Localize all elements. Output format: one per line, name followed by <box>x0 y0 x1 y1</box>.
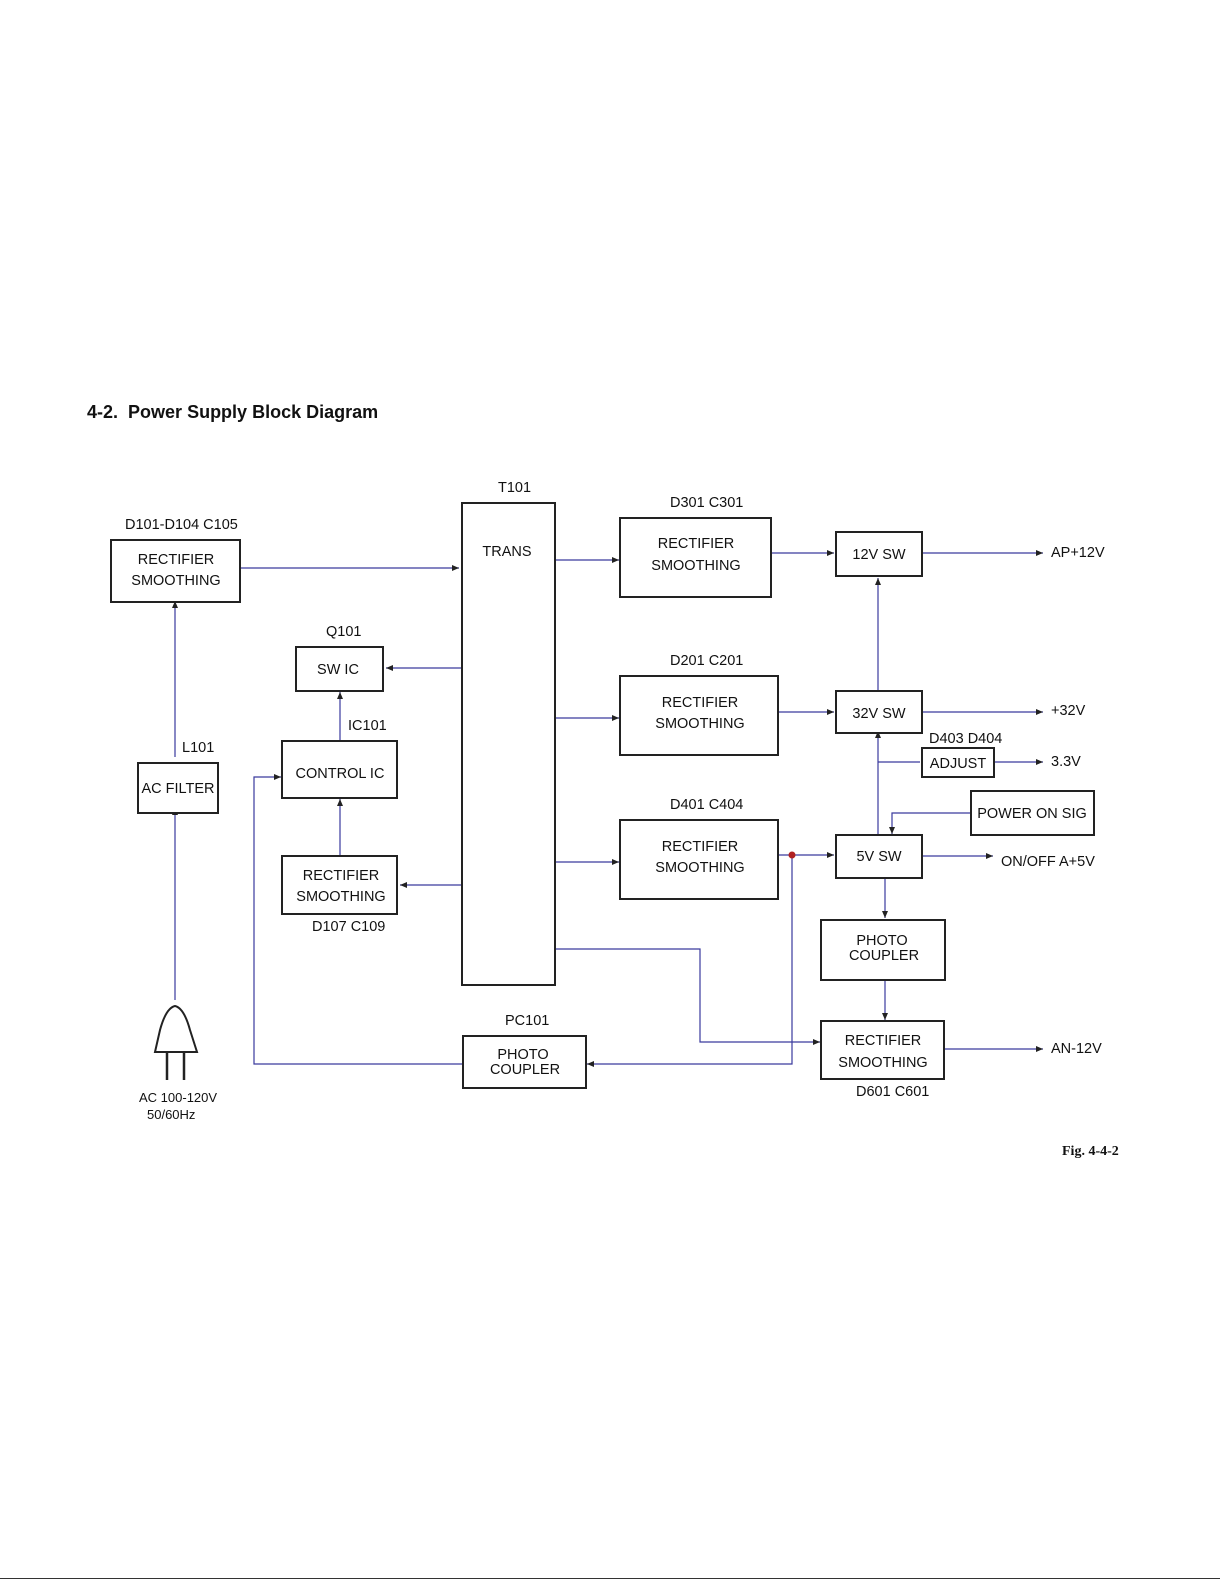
ref-rect-32v: D201 C201 <box>670 653 743 669</box>
label-input-rectifier-1: RECTIFIER <box>138 552 215 568</box>
junction-dot <box>788 851 796 859</box>
ref-photo-coupler-bottom: PC101 <box>505 1013 549 1029</box>
output-32v: +32V <box>1051 703 1086 719</box>
block-rect-12v: D301 C301 RECTIFIER SMOOTHING <box>619 495 772 598</box>
label-photo-coupler-bottom-1: PHOTO <box>497 1047 548 1063</box>
ref-rect-5v: D401 C404 <box>670 797 743 813</box>
block-adjust: D403 D404 ADJUST <box>921 731 1002 778</box>
block-photo-coupler-right: PHOTO COUPLER <box>820 919 946 981</box>
block-power-on-sig: POWER ON SIG <box>970 790 1095 836</box>
wire-trans-to-rectneg12 <box>556 948 820 1045</box>
label-rect-32v-2: SMOOTHING <box>655 716 744 732</box>
label-trans: TRANS <box>482 544 531 560</box>
label-rect-12v-2: SMOOTHING <box>651 558 740 574</box>
label-photo-coupler-right-2: COUPLER <box>849 948 919 964</box>
block-rect-5v: D401 C404 RECTIFIER SMOOTHING <box>619 797 779 900</box>
wire-pc-feedback-to-control <box>253 774 462 1065</box>
ac-plug-icon <box>153 1004 199 1080</box>
label-rect-neg12v-1: RECTIFIER <box>845 1033 922 1049</box>
block-rect-32v: D201 C201 RECTIFIER SMOOTHING <box>619 653 779 756</box>
ref-aux-rectifier: D107 C109 <box>312 919 385 935</box>
label-sw-12v: 12V SW <box>852 547 905 563</box>
ref-control-ic: IC101 <box>348 718 387 734</box>
label-control-ic: CONTROL IC <box>296 766 385 782</box>
output-ap12v: AP+12V <box>1051 545 1105 561</box>
section-title: Power Supply Block Diagram <box>128 402 379 422</box>
label-photo-coupler-right-1: PHOTO <box>856 933 907 949</box>
block-aux-rectifier: RECTIFIER SMOOTHING D107 C109 <box>281 855 398 935</box>
page-title: 4-2. Power Supply Block Diagram <box>87 402 378 423</box>
figure-caption: Fig. 4-4-2 <box>1062 1144 1119 1159</box>
block-trans: T101 TRANS <box>461 480 556 986</box>
label-rect-neg12v-2: SMOOTHING <box>838 1055 927 1071</box>
output-3v3: 3.3V <box>1051 754 1081 770</box>
block-photo-coupler-bottom: PC101 PHOTO COUPLER <box>462 1013 587 1089</box>
label-adjust: ADJUST <box>930 756 987 772</box>
label-power-on-sig: POWER ON SIG <box>977 806 1087 822</box>
ac-input-label-2: 50/60Hz <box>147 1107 195 1122</box>
label-aux-rectifier-2: SMOOTHING <box>296 889 385 905</box>
ref-rect-neg12v: D601 C601 <box>856 1084 929 1100</box>
label-rect-12v-1: RECTIFIER <box>658 536 735 552</box>
block-sw-ic: Q101 SW IC <box>295 624 384 692</box>
output-a5v: ON/OFF A+5V <box>1001 854 1095 870</box>
ref-sw-ic: Q101 <box>326 624 361 640</box>
ref-adjust: D403 D404 <box>929 731 1002 747</box>
block-input-rectifier: D101-D104 C105 RECTIFIER SMOOTHING <box>110 517 241 603</box>
output-an12v: AN-12V <box>1051 1041 1102 1057</box>
block-sw-32v: 32V SW <box>835 690 923 734</box>
section-number: 4-2. <box>87 402 119 422</box>
label-aux-rectifier-1: RECTIFIER <box>303 868 380 884</box>
block-sw-5v: 5V SW <box>835 834 923 879</box>
label-sw-32v: 32V SW <box>852 706 905 722</box>
block-sw-12v: 12V SW <box>835 531 923 577</box>
ref-input-rectifier: D101-D104 C105 <box>125 517 238 533</box>
wire-poweron-to-sw5 <box>889 812 970 834</box>
label-ac-filter: AC FILTER <box>141 781 214 797</box>
bottom-rule <box>0 1578 1220 1579</box>
wires <box>172 550 1043 1067</box>
label-photo-coupler-bottom-2: COUPLER <box>490 1062 560 1078</box>
label-rect-5v-2: SMOOTHING <box>655 860 744 876</box>
label-rect-32v-1: RECTIFIER <box>662 695 739 711</box>
label-sw-ic: SW IC <box>317 662 359 678</box>
block-rect-neg12v: RECTIFIER SMOOTHING D601 C601 <box>820 1020 945 1100</box>
label-rect-5v-1: RECTIFIER <box>662 839 739 855</box>
ac-input-label-1: AC 100-120V <box>139 1090 217 1105</box>
wire-5v-junction-to-pc101 <box>587 855 793 1067</box>
ref-ac-filter: L101 <box>182 740 214 756</box>
block-ac-filter: L101 AC FILTER <box>137 740 219 814</box>
label-sw-5v: 5V SW <box>856 849 901 865</box>
block-control-ic: IC101 CONTROL IC <box>281 718 398 799</box>
ref-rect-12v: D301 C301 <box>670 495 743 511</box>
label-input-rectifier-2: SMOOTHING <box>131 573 220 589</box>
ref-trans: T101 <box>498 480 531 496</box>
